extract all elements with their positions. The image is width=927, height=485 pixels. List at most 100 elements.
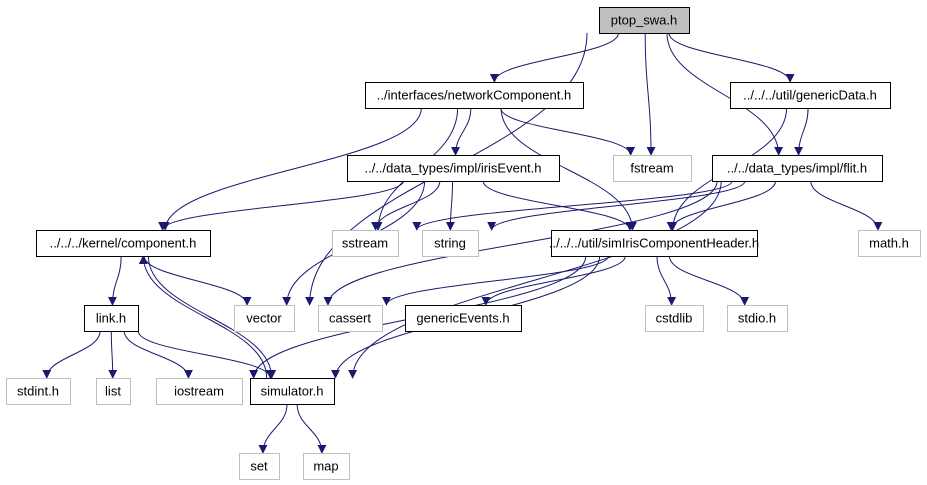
node-label-map: map (313, 459, 338, 474)
node-label-cassert: cassert (329, 311, 371, 326)
node-box-sstream (332, 230, 399, 257)
edge-link-to-stdint (42, 330, 101, 379)
node-cassert: cassert (318, 305, 383, 332)
nodes-layer: ptop_swa.h ../interfaces/networkComponent… (6, 7, 921, 480)
node-box-ptop_swa (599, 7, 690, 34)
node-label-math: math.h (869, 236, 909, 251)
node-box-list (96, 378, 131, 405)
edge-flit-to-math (810, 180, 883, 231)
node-simulator[interactable]: simulator.h (250, 378, 335, 405)
edge-networkComponent-to-fstream (500, 107, 636, 156)
node-irisEvent[interactable]: ../../data_types/impl/irisEvent.h (347, 155, 560, 182)
edge-irisEvent-to-sstream (371, 180, 441, 231)
edge-irisEvent-to-component (158, 180, 404, 231)
node-label-list: list (105, 384, 121, 399)
node-cstdlib: cstdlib (645, 305, 704, 332)
node-box-simulator (250, 378, 335, 405)
node-label-stdint: stdint.h (17, 384, 59, 399)
node-label-simulator: simulator.h (261, 384, 324, 399)
node-box-stdint (6, 378, 71, 405)
node-box-stdio (727, 305, 788, 332)
node-box-map (303, 453, 350, 480)
node-vector: vector (234, 305, 295, 332)
node-genericData[interactable]: ../../../util/genericData.h (730, 82, 891, 109)
edge-simIris-to-cassert (382, 255, 609, 306)
node-genericEvents[interactable]: genericEvents.h (405, 305, 522, 332)
edge-flit-to-simulator (348, 180, 722, 379)
edge-simIris-to-stdio (668, 255, 750, 306)
edge-ptop_swa-to-flit (666, 32, 784, 156)
node-box-cassert (318, 305, 383, 332)
edge-flit-to-string (487, 180, 746, 231)
node-box-string (422, 230, 479, 257)
edge-ptop_swa-to-networkComponent (489, 32, 619, 83)
edge-networkComponent-to-component (160, 107, 422, 231)
node-component[interactable]: ../../../kernel/component.h (36, 230, 211, 257)
node-simIris[interactable]: ../../../util/simIrisComponentHeader.h (549, 230, 759, 257)
node-label-fstream: fstream (630, 161, 673, 176)
edge-simIris-to-cstdlib (656, 255, 677, 306)
node-iostream: iostream (156, 378, 243, 405)
node-box-simIris (551, 230, 758, 257)
node-label-ptop_swa: ptop_swa.h (611, 13, 678, 28)
node-label-cstdlib: cstdlib (656, 311, 693, 326)
node-box-vector (234, 305, 295, 332)
edge-networkComponent-to-simIris (500, 107, 637, 231)
edge-flit-to-vector (323, 180, 718, 306)
edge-genericData-to-flit (794, 107, 809, 156)
node-box-iostream (156, 378, 243, 405)
edge-component-to-link (107, 255, 122, 306)
node-label-simIris: ../../../util/simIrisComponentHeader.h (549, 236, 759, 251)
node-box-component (36, 230, 211, 257)
node-map: map (303, 453, 350, 480)
edge-link-to-simulator (137, 330, 275, 379)
edge-simulator-to-map (296, 403, 327, 454)
edge-flit-to-sstream (412, 180, 733, 231)
node-label-genericEvents: genericEvents.h (416, 311, 509, 326)
edge-flit-to-simIris (666, 180, 777, 231)
edge-simulator-to-set (258, 403, 288, 454)
edge-ptop_swa-to-fstream (644, 32, 656, 156)
node-set: set (239, 453, 280, 480)
edge-irisEvent-to-simIris (482, 180, 635, 231)
edge-ptop_swa-to-genericData (668, 32, 795, 83)
node-flit[interactable]: ../../data_types/impl/flit.h (712, 155, 883, 182)
node-label-stdio: stdio.h (738, 311, 776, 326)
node-box-fstream (613, 155, 692, 182)
node-label-set: set (250, 459, 268, 474)
node-box-genericEvents (405, 305, 522, 332)
node-box-flit (712, 155, 883, 182)
node-box-link (84, 305, 139, 332)
node-label-component: ../../../kernel/component.h (50, 236, 197, 251)
edge-link-to-list (108, 330, 118, 379)
node-label-irisEvent: ../../data_types/impl/irisEvent.h (364, 161, 541, 176)
edge-component-to-vector (143, 255, 252, 306)
node-networkComponent[interactable]: ../interfaces/networkComponent.h (365, 82, 584, 109)
node-stdint: stdint.h (6, 378, 71, 405)
node-stdio: stdio.h (727, 305, 788, 332)
edge-simIris-to-genericEvents (481, 255, 626, 306)
node-label-sstream: sstream (342, 236, 388, 251)
node-label-flit: ../../data_types/impl/flit.h (727, 161, 867, 176)
node-label-networkComponent: ../interfaces/networkComponent.h (377, 88, 571, 103)
edges-layer (42, 32, 883, 454)
node-ptop_swa[interactable]: ptop_swa.h (599, 7, 690, 34)
edge-link-to-iostream (123, 330, 193, 379)
node-math: math.h (858, 230, 921, 257)
edge-simulator-to-component (138, 255, 268, 379)
node-box-genericData (730, 82, 891, 109)
node-string: string (422, 230, 479, 257)
node-label-string: string (434, 236, 466, 251)
node-box-math (858, 230, 921, 257)
edge-irisEvent-to-string (445, 180, 455, 231)
node-link[interactable]: link.h (84, 305, 139, 332)
node-box-networkComponent (365, 82, 584, 109)
node-label-genericData: ../../../util/genericData.h (743, 88, 877, 103)
node-label-vector: vector (246, 311, 282, 326)
node-sstream: sstream (332, 230, 399, 257)
node-fstream: fstream (613, 155, 692, 182)
edge-component-to-simulator (147, 255, 277, 379)
node-label-iostream: iostream (174, 384, 224, 399)
